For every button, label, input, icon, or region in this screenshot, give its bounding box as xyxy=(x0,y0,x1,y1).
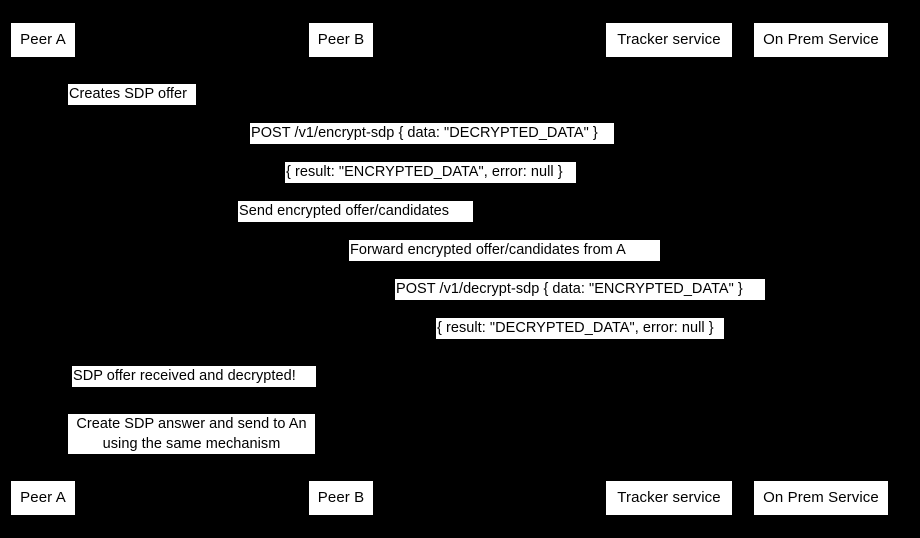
lifeline-tracker xyxy=(669,58,670,478)
participant-footer-tracker-service[interactable]: Tracker service xyxy=(605,480,733,516)
message-decrypt-sdp-response: { result: "DECRYPTED_DATA", error: null … xyxy=(436,318,724,339)
participant-header-peer-b[interactable]: Peer B xyxy=(308,22,374,58)
participant-footer-peer-b[interactable]: Peer B xyxy=(308,480,374,516)
message-decrypt-sdp-request: POST /v1/decrypt-sdp { data: "ENCRYPTED_… xyxy=(395,279,765,300)
message-creates-sdp-offer: Creates SDP offer xyxy=(68,84,196,105)
participant-footer-peer-a[interactable]: Peer A xyxy=(10,480,76,516)
message-encrypt-sdp-request: POST /v1/encrypt-sdp { data: "DECRYPTED_… xyxy=(250,123,614,144)
message-forward-encrypted-offer: Forward encrypted offer/candidates from … xyxy=(349,240,660,261)
lifeline-on-prem xyxy=(821,58,822,478)
message-sdp-offer-received: SDP offer received and decrypted! xyxy=(72,366,316,387)
participant-footer-on-prem-service[interactable]: On Prem Service xyxy=(753,480,889,516)
message-encrypt-sdp-response: { result: "ENCRYPTED_DATA", error: null … xyxy=(285,162,576,183)
message-send-encrypted-offer: Send encrypted offer/candidates xyxy=(238,201,473,222)
message-create-sdp-answer: Create SDP answer and send to An using t… xyxy=(68,414,315,454)
participant-header-peer-a[interactable]: Peer A xyxy=(10,22,76,58)
lifeline-peer-b xyxy=(341,58,342,478)
lifeline-peer-a xyxy=(43,58,44,478)
participant-header-on-prem-service[interactable]: On Prem Service xyxy=(753,22,889,58)
participant-header-tracker-service[interactable]: Tracker service xyxy=(605,22,733,58)
